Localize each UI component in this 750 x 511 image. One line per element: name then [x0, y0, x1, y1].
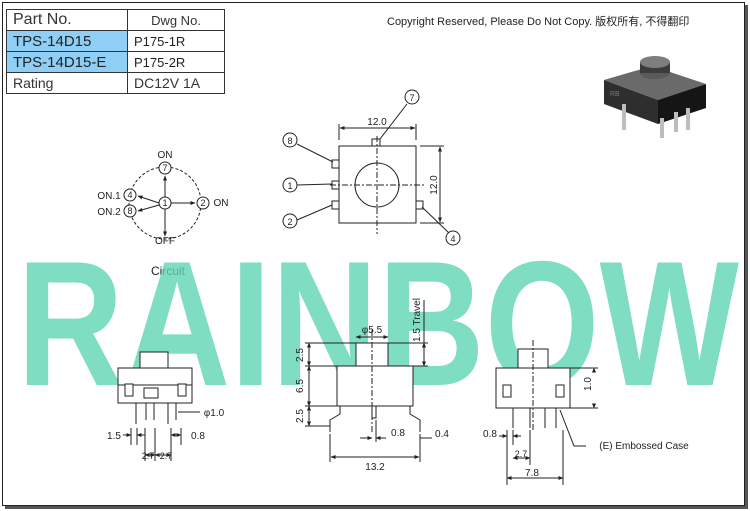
- circuit-label-on: ON: [158, 150, 173, 161]
- circuit-diagram: [123, 161, 210, 240]
- circuit-label-on1: ON.1: [97, 191, 121, 202]
- callout-8: 8: [287, 136, 292, 146]
- dwg-no-cell: P175-1R: [127, 30, 225, 52]
- side-width-dim: 7.8: [525, 468, 539, 479]
- travel-dim: 1.5 Travel: [412, 298, 423, 342]
- circuit-label-on2: ON.2: [97, 207, 121, 218]
- callout-2: 2: [287, 217, 292, 227]
- parts-table-row: TPS-14D15-E P175-2R: [6, 51, 225, 73]
- circuit-pin-2: 2: [200, 198, 205, 208]
- top-view-height-dim: 12.0: [429, 175, 440, 195]
- dwg-no-cell: P175-2R: [127, 51, 225, 73]
- circuit-pin-4: 4: [127, 190, 132, 200]
- pin-width-dim: 0.4: [435, 429, 449, 440]
- pitch-b-dim: 2.7: [160, 451, 173, 461]
- product-marking-logo: RB: [610, 91, 620, 98]
- embossed-case-note: (E) Embossed Case: [599, 441, 689, 452]
- front-view: [305, 300, 432, 462]
- left-offset-dim: 1.5: [107, 431, 121, 442]
- knob-height-dim: 2.5: [295, 348, 306, 362]
- pitch-a-dim: 2.7: [142, 451, 155, 461]
- rating-label: Rating: [6, 72, 128, 94]
- part-no-cell: TPS-14D15: [6, 30, 128, 52]
- circuit-pin-8: 8: [127, 206, 132, 216]
- pin-diameter-dim: φ1.0: [204, 408, 225, 419]
- right-offset-dim: 0.8: [191, 431, 205, 442]
- body-width-dim: 13.2: [365, 462, 385, 473]
- side-pin-offset-dim: 0.8: [483, 429, 497, 440]
- side-clearance-dim: 1.0: [583, 377, 594, 391]
- callout-1: 1: [287, 181, 292, 191]
- callout-7: 7: [409, 93, 414, 103]
- top-view: [282, 89, 461, 246]
- parts-table-row: TPS-14D15 P175-1R: [6, 30, 225, 52]
- circuit-pin-1: 1: [162, 198, 167, 208]
- rating-row: Rating DC12V 1A: [6, 72, 225, 94]
- circuit-label-on-right: ON: [214, 198, 229, 209]
- circuit-pin-7: 7: [162, 163, 167, 173]
- left-side-view: [117, 351, 200, 461]
- copyright-notice: Copyright Reserved, Please Do Not Copy. …: [387, 16, 690, 28]
- callout-4: 4: [450, 234, 455, 244]
- knob-diameter-dim: φ5.5: [362, 325, 383, 336]
- right-side-view: [495, 340, 598, 485]
- body-height-dim: 6.5: [295, 379, 306, 393]
- top-view-width-dim: 12.0: [367, 117, 387, 128]
- side-pitch-dim: 2.7: [515, 449, 528, 459]
- product-photo: RB: [604, 56, 706, 138]
- part-no-cell: TPS-14D15-E: [6, 51, 128, 73]
- pin-height-dim: 2.5: [295, 409, 306, 423]
- parts-table: Part No. Dwg No. TPS-14D15 P175-1R TPS-1…: [6, 9, 225, 94]
- pin-pitch-dim: 0.8: [391, 428, 405, 439]
- circuit-label-off: OFF: [155, 236, 175, 247]
- rating-value: DC12V 1A: [127, 72, 225, 94]
- circuit-title: Circuit: [151, 264, 186, 278]
